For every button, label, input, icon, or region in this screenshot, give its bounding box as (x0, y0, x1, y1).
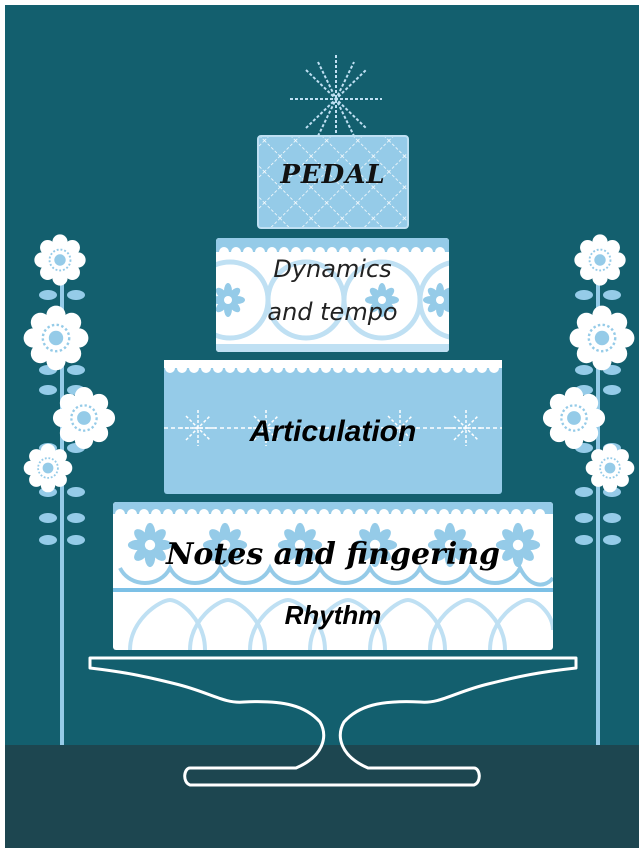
tier-label-articulation: Articulation (249, 415, 417, 448)
left-flower-stalk (22, 233, 117, 745)
tier-label-dynamics-line2: and tempo (267, 298, 398, 326)
floor (5, 745, 639, 848)
right-flower-stalk (541, 233, 636, 745)
cake-stand-icon (88, 656, 578, 787)
tier-label-rhythm: Rhythm (284, 600, 382, 630)
tier-notes-rhythm (113, 502, 553, 650)
tier-pedal (257, 135, 409, 229)
tier-dynamics (216, 238, 449, 352)
tier-label-notes-fingering: Notes and fingering (165, 537, 501, 572)
tier-label-dynamics-line1: Dynamics (273, 255, 392, 283)
tier-label-pedal: PEDAL (280, 160, 386, 190)
sparkle-icon (290, 55, 382, 137)
tier-articulation (164, 360, 502, 494)
